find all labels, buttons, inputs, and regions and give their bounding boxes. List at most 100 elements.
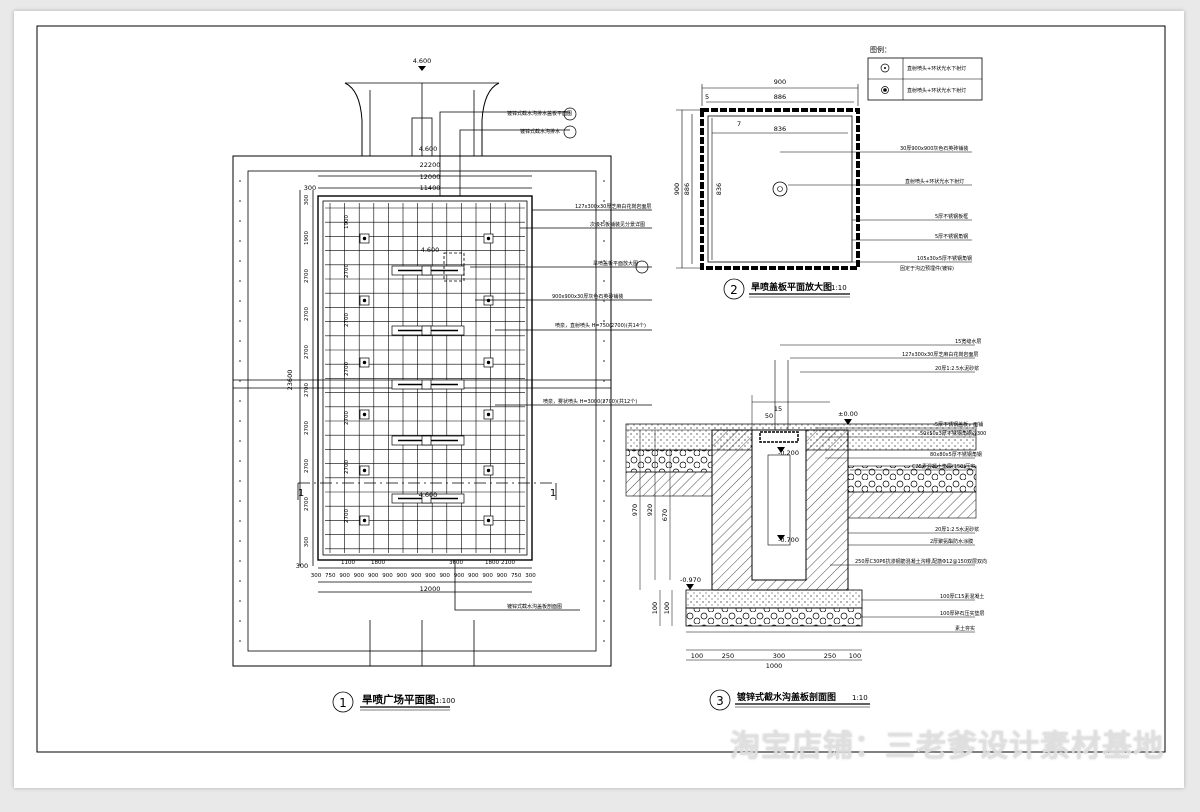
- plan-bottom-inner-dim: 1800: [485, 560, 499, 566]
- plan-label-0: 镀锌式截水沟排水盖板平面图: [507, 110, 572, 117]
- nozzle-dot: [362, 518, 367, 523]
- d2-dim-small: 5: [705, 93, 709, 101]
- d2-title: 旱喷盖板平面放大图: [751, 281, 832, 293]
- plan-label-6: 喷泉，直射喷头 H=750(2700)(共14个): [555, 322, 646, 329]
- plan-inner-dim: 2700: [344, 264, 350, 278]
- nozzle-mark: [421, 265, 432, 276]
- d3-elev-700: -0.700: [778, 536, 799, 544]
- d3-dim-970: 970: [631, 504, 639, 516]
- plan-scale: 1:100: [435, 697, 455, 705]
- plan-left-dim: 2700: [304, 345, 310, 359]
- plan-inner-dim: 1900: [344, 215, 350, 229]
- plan-dim-overall: 22200: [420, 161, 441, 169]
- d2-scale: 1:10: [831, 284, 847, 292]
- plan-left-dim: 2700: [304, 269, 310, 283]
- plan-inner-dim: 2700: [344, 460, 350, 474]
- d2-dim-a: 886: [774, 93, 786, 101]
- plan-elev-mid: 4.600: [419, 145, 438, 153]
- plan-bottom-dim: 900: [439, 573, 450, 579]
- plan-inner-dim: 2700: [344, 411, 350, 425]
- d3-elev-0: ±0.00: [838, 410, 858, 418]
- plan-bottom-dim: 900: [425, 573, 436, 579]
- d3-bottom-dim: 250: [722, 652, 734, 660]
- d2-dim-b: 836: [774, 125, 786, 133]
- d3-label-7: 20厚1:2.5水泥砂浆: [935, 526, 979, 533]
- d2-dim-top: 900: [774, 78, 786, 86]
- plan-title-circle: [332, 691, 354, 713]
- d2-label-2: 5厚不锈钢板框: [935, 213, 968, 220]
- trench-section: [625, 344, 977, 661]
- d2-label-5: 固定于沟边预埋件(镀锌): [900, 265, 954, 272]
- nozzle-mark: [421, 379, 432, 390]
- plan-bottom-inner-dim: 1800: [371, 560, 385, 566]
- plan-inner-dim: 2700: [344, 362, 350, 376]
- plan-bottom-dim: 900: [497, 573, 508, 579]
- plan-bottom-dim: 900: [354, 573, 365, 579]
- d2-dim-side-886: 886: [683, 183, 691, 195]
- d3-label-4: 50x50x3厚不锈钢角钢@300: [920, 430, 986, 437]
- nozzle-dot: [362, 412, 367, 417]
- d3-label-8: 2厚聚氨酯防水涂膜: [930, 538, 973, 545]
- d2-title-num: 2: [730, 283, 738, 297]
- d3-scale: 1:10: [852, 694, 868, 702]
- d3-bottom-dim: 100: [849, 652, 861, 660]
- d3-dim-100b: 100: [663, 602, 671, 614]
- plan-bottom-dim: 900: [482, 573, 493, 579]
- plan-bottom-dim: 300: [525, 573, 536, 579]
- drawing-sheet: 4.600 4.600 22200 12000 11400 300 4.600 …: [14, 11, 1184, 788]
- plan-bottom-dim: 900: [397, 573, 408, 579]
- plan-left-dim: 2700: [304, 421, 310, 435]
- plan-label-7: 喷泉，雾状喷头 H=3000(2700)(共12个): [543, 398, 637, 405]
- plan-title-num: 1: [339, 696, 347, 710]
- d3-dim-670: 670: [661, 509, 669, 521]
- plan-bottom-dim: 900: [382, 573, 393, 579]
- cover-detail: [676, 57, 983, 270]
- cad-drawing: 4.600 4.600 22200 12000 11400 300 4.600 …: [36, 25, 1166, 753]
- d3-bottom-dim: 100: [691, 652, 703, 660]
- plan-left-dim: 2700: [304, 383, 310, 397]
- cover-detail-text: 900 886 836 7 5 900 886 836 图例： 直射喷头+环状光…: [673, 45, 972, 300]
- plan-elev-inner-a: 4.600: [421, 246, 440, 254]
- d3-label-1: 127x300x30厚芝麻白花岗岩面层: [902, 351, 978, 358]
- legend-text-0: 直射喷头+环状光水下射灯: [907, 65, 966, 72]
- d3-label-5: 80x80x5厚不锈钢角钢: [930, 451, 982, 458]
- d3-label-12: 素土夯实: [955, 625, 975, 632]
- d3-label-11: 100厚碎石压实垫层: [940, 610, 985, 617]
- d2-label-0: 30厚900x900灰色石英砖铺装: [900, 145, 968, 152]
- plan-elev-inner-b: 4.600: [419, 491, 438, 499]
- d3-elev-200: -0.200: [778, 449, 799, 457]
- plan-bottom-dim: 900: [368, 573, 379, 579]
- plan-label-4: 旱喷盖板平面放大图: [593, 260, 638, 267]
- d2-label-1: 直射喷头+环状光水下射灯: [905, 178, 964, 185]
- legend-title: 图例：: [870, 45, 891, 54]
- nozzle-mark: [421, 435, 432, 446]
- d3-elev-970: -0.970: [680, 576, 701, 584]
- plan-inner-dim: 2700: [344, 313, 350, 327]
- plan-bottom-dim: 900: [411, 573, 422, 579]
- d3-label-9: 250厚C30P6抗渗钢筋混凝土沟槽,配筋Φ12@150双层双向: [855, 558, 987, 565]
- nozzle-dot: [362, 360, 367, 365]
- plan-bottom-dim: 750: [325, 573, 336, 579]
- trench-section-text: 15宽缝水层 127x300x30厚芝麻白花岗岩面层 20厚1:2.5水泥砂浆 …: [631, 338, 987, 711]
- d3-label-10: 100厚C15素混凝土: [940, 593, 984, 600]
- nozzle-dot: [362, 298, 367, 303]
- d3-dim-920: 920: [646, 504, 654, 516]
- d3-dim-top: 15: [774, 405, 782, 413]
- d3-bottom-dim: 250: [824, 652, 836, 660]
- nozzle-dot: [486, 298, 491, 303]
- d3-dim-total: 1000: [766, 662, 783, 670]
- watermark-text: 淘宝店铺：三老爹设计素材基地: [730, 729, 1164, 764]
- plan-label-8: 镀锌式截水沟盖板剖面图: [507, 603, 562, 610]
- d2-dim-side-836: 836: [715, 183, 723, 195]
- plan-left-dim: 1900: [304, 231, 310, 245]
- d3-label-0: 15宽缝水层: [955, 338, 981, 345]
- nozzle-dot: [362, 236, 367, 241]
- plan-section-mark-right: 1: [550, 488, 556, 499]
- d3-label-3: 5厚不锈钢盖板，面铺: [935, 421, 983, 428]
- plan-dim-bottom: 12000: [420, 585, 441, 593]
- plan-section-mark-left: 1: [298, 488, 304, 499]
- nozzle-mark: [421, 493, 432, 504]
- nozzle-dot: [486, 468, 491, 473]
- plan-label-3: 次级石板铺装见分景详图: [590, 221, 645, 228]
- d3-title: 镀锌式截水沟盖板剖面图: [737, 691, 836, 703]
